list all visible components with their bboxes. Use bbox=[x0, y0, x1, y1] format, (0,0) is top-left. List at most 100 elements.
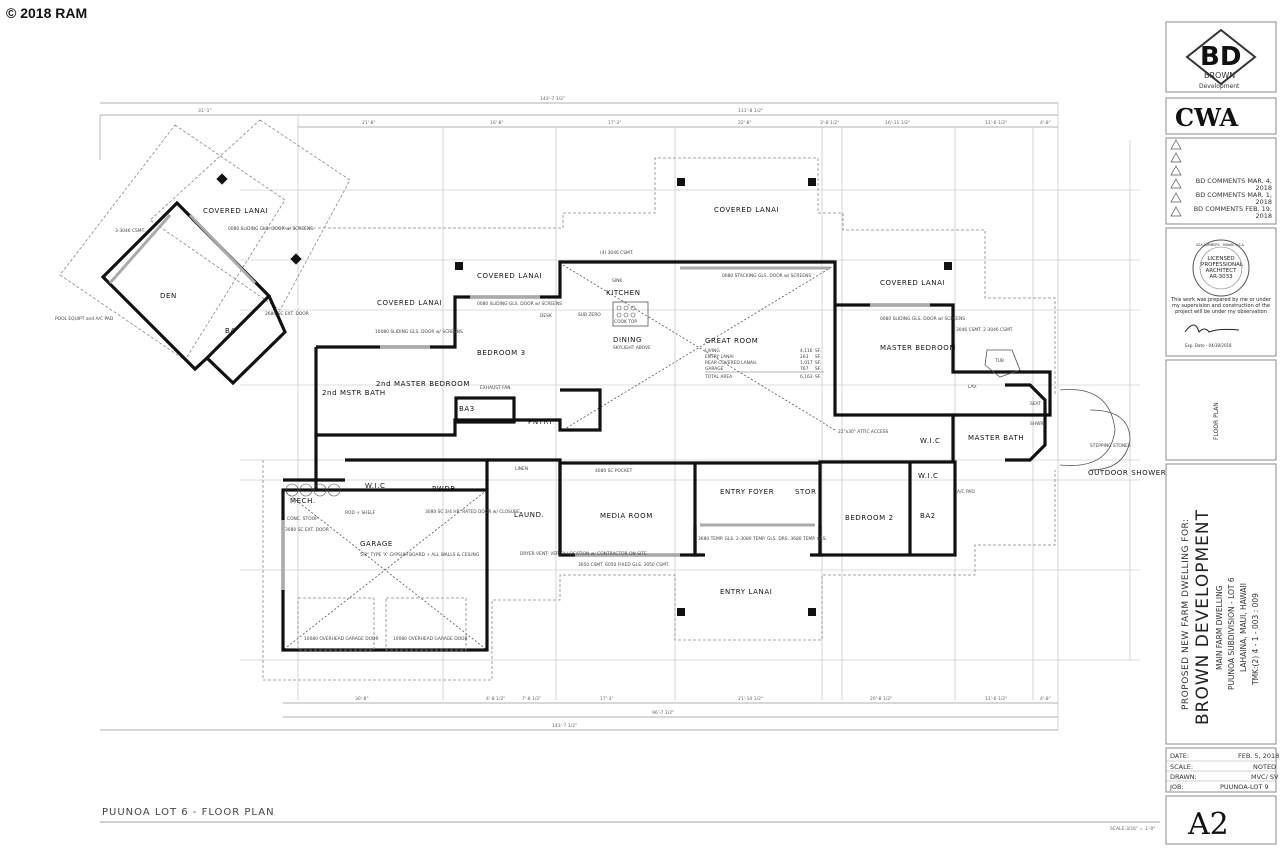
scale-label: SCALE: bbox=[1170, 763, 1193, 771]
note: 0080 SLIDING GLS. DOOR w/ SCREENS bbox=[228, 226, 313, 232]
fixtures bbox=[285, 301, 1131, 651]
dim-bottom-3: 7'-8 1/2" bbox=[522, 696, 541, 702]
revision-6: BD COMMENTS FEB. 19, 2018 bbox=[1193, 205, 1272, 220]
area-unit: SF. bbox=[815, 366, 821, 372]
architect-seal: AZA SUMMERS · HAWAII U.S.A. Exp. Date - … bbox=[1184, 239, 1250, 348]
note: TUB bbox=[994, 358, 1004, 364]
room-label-ba2: BA2 bbox=[920, 512, 936, 520]
dim-bottom-7: 11'-6 1/2" bbox=[985, 696, 1007, 702]
room-label-den-bath: BA bbox=[225, 327, 236, 335]
note: 10080 OVERHEAD GARAGE DOOR bbox=[393, 636, 468, 642]
room-label-wic-bedroom2: W.I.C bbox=[918, 472, 939, 480]
firm-logo: CWA bbox=[1175, 103, 1239, 132]
room-label-master-bedroom: MASTER BEDROOM bbox=[880, 344, 956, 352]
dim-top-3: 31'-1" bbox=[198, 108, 212, 114]
note: CONC. STOOP bbox=[287, 516, 318, 522]
sheet-name: FLOOR PLAN bbox=[1213, 402, 1220, 440]
sheet-title: PUUNOA LOT 6 - FLOOR PLAN bbox=[102, 807, 275, 818]
dim-bottom-4: 17'-3" bbox=[600, 696, 614, 702]
note: 3-3046 CSMT. bbox=[115, 228, 145, 234]
dim-top-11: 4'-8" bbox=[1040, 120, 1051, 126]
room-label-lanai-great: COVERED LANAI bbox=[714, 206, 779, 214]
revision-triangles bbox=[1170, 139, 1182, 217]
date-value: FEB. 5, 2018 bbox=[1238, 752, 1279, 760]
roof-outlines bbox=[59, 119, 1056, 681]
room-label-ba3: BA3 bbox=[459, 405, 475, 413]
room-label-wic-2nd: W.I.C bbox=[365, 482, 386, 490]
room-label-den-lanai: COVERED LANAI bbox=[203, 207, 268, 215]
note: SKYLIGHT ABOVE bbox=[613, 345, 651, 351]
room-label-2nd-master-bath: 2nd MSTR BATH bbox=[322, 389, 386, 397]
dimension-lines: 143'-7 1/2" 111'-8 1/2" 31'-1" 21'-8" 16… bbox=[99, 96, 1140, 731]
area-total-unit: SF. bbox=[815, 374, 821, 380]
note: 5/8" TYPE 'X' GYPSUM BOARD + ALL WALLS &… bbox=[360, 552, 480, 558]
room-label-garage: GARAGE bbox=[360, 540, 393, 548]
room-label-pantry: PNTRY bbox=[528, 418, 554, 426]
dim-top-7: 22'-8" bbox=[738, 120, 752, 126]
dim-bottom-1: 30'-8" bbox=[355, 696, 369, 702]
note: EXHAUST FAN bbox=[480, 385, 511, 391]
note: 3050 CSMT. 6050 FIXED GLS. 3050 CSMT. bbox=[578, 562, 669, 568]
job-value: PUUNOA-LOT 9 bbox=[1220, 783, 1269, 791]
note: LAV. bbox=[968, 384, 977, 390]
room-label-kitchen: KITCHEN bbox=[606, 289, 641, 297]
room-label-entry-foyer: ENTRY FOYER bbox=[720, 488, 774, 496]
room-label-stor: STOR bbox=[795, 488, 817, 496]
scale-note: SCALE:3/16" = 1'-0" bbox=[1110, 826, 1155, 832]
project-line4: LAHAINA, MAUI, HAWAII bbox=[1239, 583, 1248, 672]
dim-top-5: 16'-8" bbox=[490, 120, 504, 126]
room-label-lanai-bedroom3: COVERED LANAI bbox=[477, 272, 542, 280]
note: POOL EQUIPT and A/C PAD bbox=[55, 316, 114, 322]
dim-overall-top: 143'-7 1/2" bbox=[540, 96, 565, 102]
area-total-label: TOTAL AREA bbox=[704, 374, 732, 380]
room-label-lanai-master: COVERED LANAI bbox=[880, 279, 945, 287]
columns bbox=[216, 173, 952, 616]
note: 0080 STACKING GLS. DOOR w/ SCREENS bbox=[722, 273, 811, 279]
note: SUB ZERO bbox=[578, 312, 601, 318]
brown-development-logo: BD BROWN Development bbox=[1185, 28, 1257, 90]
walls bbox=[100, 200, 1052, 652]
dim-bottom-9: 96'-7 1/2" bbox=[652, 710, 674, 716]
signature bbox=[1184, 324, 1240, 333]
date-label: DATE: bbox=[1170, 752, 1189, 760]
sheet-number: A2 bbox=[1187, 807, 1229, 842]
project-info: PROPOSED NEW FARM DWELLING FOR: BROWN DE… bbox=[1181, 509, 1260, 725]
note: 3046 CSMT. 2-3046 CSMT. bbox=[956, 327, 1013, 333]
area-table: LIVING 4,116 SF. ENTRY LANAI 263 SF. REA… bbox=[704, 348, 824, 380]
area-label: REAR COVERED LANAIs bbox=[705, 360, 757, 366]
project-line1: PROPOSED NEW FARM DWELLING FOR: bbox=[1181, 518, 1191, 710]
job-info: DATE: FEB. 5, 2018 SCALE: NOTED DRAWN: M… bbox=[1166, 752, 1279, 791]
revision-5: BD COMMENTS MAR. 1, 2018 bbox=[1195, 191, 1272, 206]
note: 10080 OVERHEAD GARAGE DOOR bbox=[304, 636, 379, 642]
note: A/C PAD bbox=[957, 489, 975, 495]
dim-top-4: 21'-8" bbox=[362, 120, 376, 126]
seal-text: LICENSED PROFESSIONAL ARCHITECT AR-3033 bbox=[1201, 256, 1243, 280]
note: 3680 TEMP. GLS. 2-3080 TEMP. GLS. DRS. 3… bbox=[698, 536, 827, 542]
area-unit: SF. bbox=[815, 360, 821, 366]
logo-sub: Development bbox=[1199, 83, 1240, 90]
bedroom2-walls bbox=[818, 460, 957, 557]
area-unit: SF. bbox=[815, 348, 821, 354]
note: ROD + SHELF bbox=[345, 510, 376, 516]
note: COOK TOP bbox=[614, 319, 637, 325]
note: DRYER VENT- VERIFY LOCATION w/ CONTRACTO… bbox=[520, 551, 647, 557]
drawn-value: MVC/ SV bbox=[1251, 773, 1279, 781]
area-value: 767 bbox=[800, 366, 809, 372]
room-labels: COVERED LANAI DEN BA COVERED LANAI 2nd M… bbox=[160, 206, 1166, 596]
note-stepping-stones: STEPPING STONES bbox=[1090, 443, 1131, 449]
dim-top-9: 16'-11 1/2" bbox=[885, 120, 910, 126]
dim-top-6: 17'-2" bbox=[608, 120, 622, 126]
note: 3080 SC 3/4 HR. RATED DOOR w/ CLOSURE bbox=[425, 509, 520, 515]
project-client: BROWN DEVELOPMENT bbox=[1193, 509, 1213, 725]
note: SEAT bbox=[1030, 401, 1041, 407]
room-label-entry-lanai: ENTRY LANAI bbox=[720, 588, 772, 596]
area-value: 4,116 bbox=[800, 348, 813, 354]
note: 3080 SC EXT. DOOR bbox=[285, 527, 329, 533]
project-line2: MAIN FARM DWELLING bbox=[1215, 585, 1224, 670]
room-label-powder: PWDR bbox=[432, 485, 456, 493]
logo-letters: BD bbox=[1200, 42, 1241, 72]
room-label-dining: DINING bbox=[613, 336, 642, 344]
note: 0080 SLIDING GLS. DOOR w/ SCREENS bbox=[880, 316, 965, 322]
copyright-text: © 2018 RAM bbox=[6, 5, 88, 21]
